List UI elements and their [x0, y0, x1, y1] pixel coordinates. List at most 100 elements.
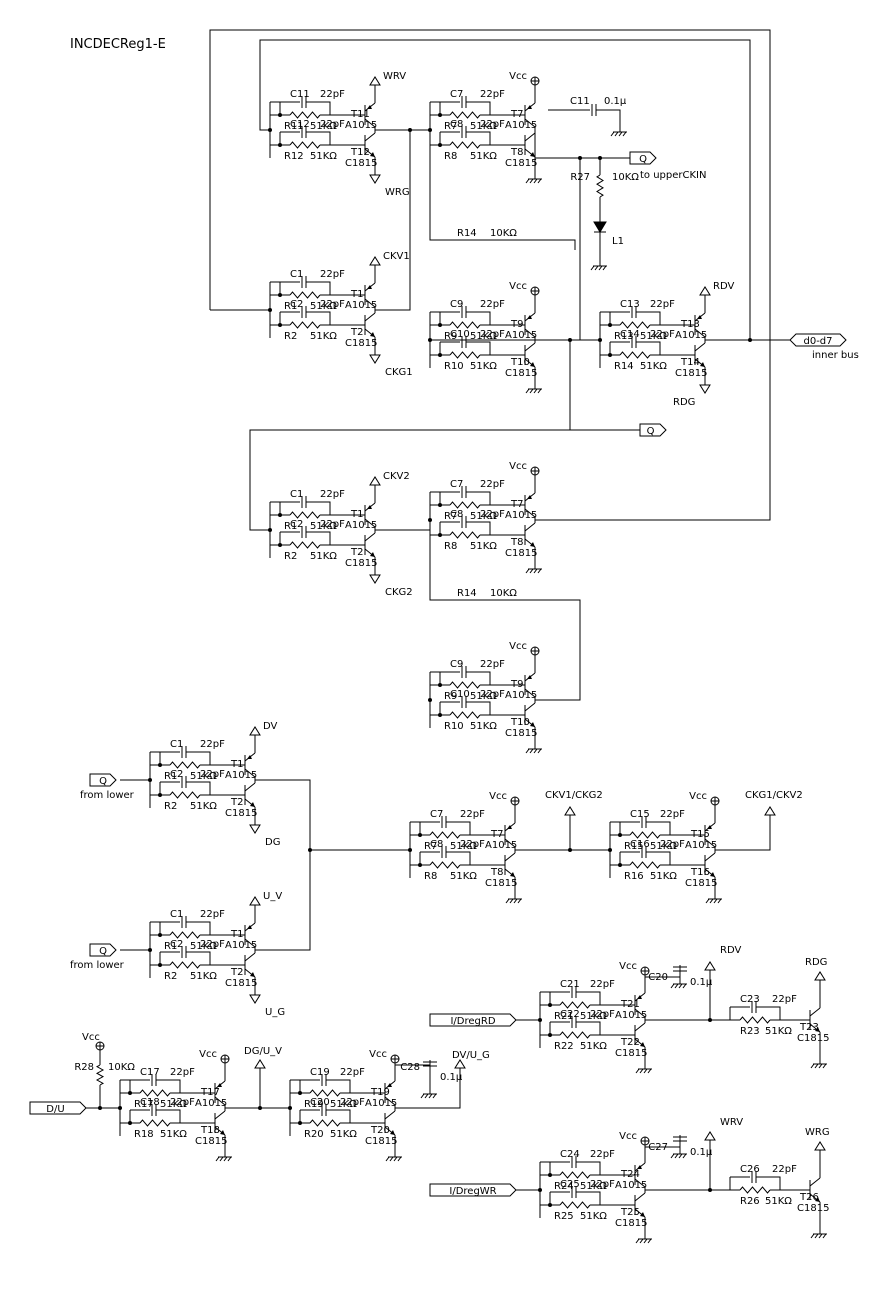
res-ref: R23	[740, 1026, 760, 1037]
cap-value: 22pF	[650, 299, 675, 310]
cap-ref: C10	[450, 689, 470, 700]
c27-ref: C27	[648, 1142, 668, 1153]
ground-hatch	[537, 388, 542, 394]
net-label-rdv: RDV	[713, 281, 734, 292]
transistor-type: A1015	[195, 1098, 227, 1109]
cap-ref: C7	[450, 479, 463, 490]
junction-dot	[438, 683, 442, 687]
transistor-arrow-icon	[370, 332, 375, 337]
transistor-pnp-icon	[634, 1178, 646, 1188]
wire	[306, 101, 331, 115]
res-ref: R9	[444, 691, 457, 702]
transistor-ref: T2	[230, 967, 243, 978]
ground-hatch	[713, 898, 718, 904]
transistor-npn-icon	[694, 342, 706, 352]
wire	[299, 1110, 310, 1124]
transistor-type: C1815	[685, 878, 717, 889]
net-label-ckg2: CKG2	[385, 587, 413, 598]
cap-ref: C26	[740, 1164, 760, 1175]
supply-arrow-icon	[254, 1059, 266, 1069]
junction-dot	[618, 863, 622, 867]
transistor-type: C1815	[225, 978, 257, 989]
resistor	[449, 531, 481, 539]
res-value: 51KΩ	[470, 721, 497, 732]
wires	[80, 29, 821, 1235]
ground-hatch	[517, 898, 522, 904]
wire	[439, 132, 450, 146]
resistor	[739, 1016, 771, 1024]
junction-dot	[158, 933, 162, 937]
transistor-pnp-icon	[524, 328, 536, 338]
res-value: 51KΩ	[450, 871, 477, 882]
cap-value: 22pF	[320, 89, 345, 100]
supply-arrow-icon	[369, 574, 381, 584]
resistor	[309, 1119, 341, 1127]
res-ref: R2	[164, 801, 177, 812]
junction-dot	[418, 863, 422, 867]
cap-value: 22pF	[772, 1164, 797, 1175]
res-ref: R8	[444, 541, 457, 552]
transistor-pnp-icon	[694, 328, 706, 338]
transistor-arrow-icon	[815, 1197, 820, 1202]
wire	[156, 1079, 181, 1093]
res-value: 51KΩ	[190, 971, 217, 982]
net-label-wrg: WRG	[805, 1127, 830, 1138]
cap-value: 22pF	[480, 119, 505, 130]
q-port-lower-1	[89, 773, 117, 787]
vcc-label: Vcc	[619, 961, 637, 972]
transistor-type: A1015	[685, 840, 717, 851]
cap-value: 22pF	[480, 89, 505, 100]
res-value: 51KΩ	[330, 1129, 357, 1140]
transistor-pnp-icon	[524, 118, 536, 128]
res-value: 51KΩ	[580, 1181, 607, 1192]
junction-dot	[298, 1121, 302, 1125]
transistor-arrow-icon	[217, 1083, 222, 1087]
transistor-pnp-icon	[364, 518, 376, 528]
transistor-ref: T1	[350, 289, 363, 300]
cap-value: 22pF	[590, 1179, 615, 1190]
ground-hatch	[509, 898, 514, 904]
ground-hatch	[822, 1233, 827, 1239]
wire	[715, 815, 771, 851]
transistor-arrow-icon	[507, 825, 512, 829]
ground-hatch	[537, 568, 542, 574]
res-ref: R2	[284, 551, 297, 562]
d0-d7-port	[789, 333, 847, 347]
res-value: 51KΩ	[160, 1099, 187, 1110]
res-ref: R21	[554, 1011, 574, 1022]
res-value: 51KΩ	[190, 771, 217, 782]
cap-ref: C2	[170, 939, 183, 950]
vcc-label: Vcc	[509, 461, 527, 472]
cap-ref: C8	[430, 839, 443, 850]
res-ref: R8	[444, 151, 457, 162]
transistor-arrow-icon	[367, 285, 372, 289]
cap-ref: C24	[560, 1149, 580, 1160]
wire	[306, 311, 331, 325]
transistor-ref: T13	[680, 319, 700, 330]
transistor-arrow-icon	[530, 362, 535, 367]
cap-ref: C18	[140, 1097, 160, 1108]
resistor	[619, 351, 651, 359]
wire	[129, 1110, 140, 1124]
transistor-ref: T22	[620, 1037, 640, 1048]
transistor-ref: T9	[510, 679, 523, 690]
transistor-type: C1815	[505, 728, 537, 739]
wire	[446, 821, 471, 835]
ground-hatch	[389, 1156, 394, 1162]
transistor-ref: T8	[510, 147, 523, 158]
r14-value: 10KΩ	[490, 588, 517, 599]
res-value: 51KΩ	[190, 801, 217, 812]
transistor-arrow-icon	[247, 925, 252, 929]
vcc-label: Vcc	[509, 71, 527, 82]
net-label-rdg: RDG	[673, 397, 695, 408]
ground-hatch	[529, 388, 534, 394]
cap-value: 22pF	[480, 299, 505, 310]
cap-value: 22pF	[320, 269, 345, 280]
wire	[569, 340, 640, 431]
wire	[576, 1021, 601, 1035]
res-value: 51KΩ	[580, 1011, 607, 1022]
res-ref: R9	[444, 331, 457, 342]
ground-hatch	[598, 265, 603, 271]
junction-dot	[278, 143, 282, 147]
q-bar-port-label: Q_	[647, 426, 661, 437]
